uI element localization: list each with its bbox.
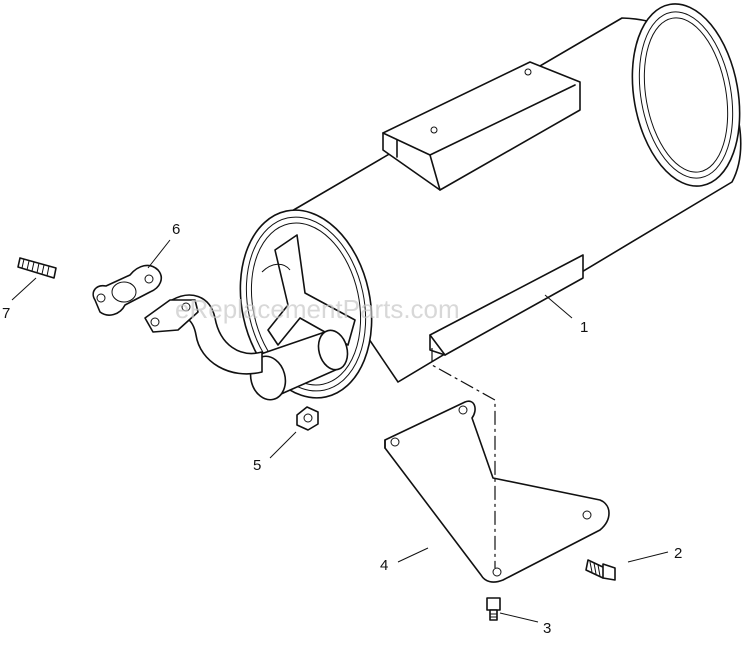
screw-part-3[interactable] — [486, 597, 501, 621]
callout-3[interactable]: 3 — [543, 620, 551, 637]
assembly-line — [431, 348, 496, 568]
bolt-part-2[interactable] — [585, 559, 616, 581]
muffler[interactable] — [284, 0, 750, 383]
callout-1[interactable]: 1 — [580, 319, 588, 336]
callout-6[interactable]: 6 — [172, 221, 180, 238]
mounting-bracket[interactable] — [384, 400, 610, 583]
inlet-elbow — [144, 294, 263, 375]
callout-4[interactable]: 4 — [380, 557, 388, 574]
stud-part-7[interactable] — [17, 257, 57, 279]
gasket-part-6[interactable] — [92, 264, 162, 316]
callout-2[interactable]: 2 — [674, 545, 682, 562]
nut-part-5[interactable] — [296, 406, 319, 431]
callout-7[interactable]: 7 — [2, 305, 10, 322]
top-mounting-bracket — [382, 61, 581, 191]
leader-lines — [11, 239, 669, 623]
lower-channel — [429, 254, 584, 356]
watermark: eReplacementParts.com — [175, 294, 460, 324]
callout-5[interactable]: 5 — [253, 457, 261, 474]
